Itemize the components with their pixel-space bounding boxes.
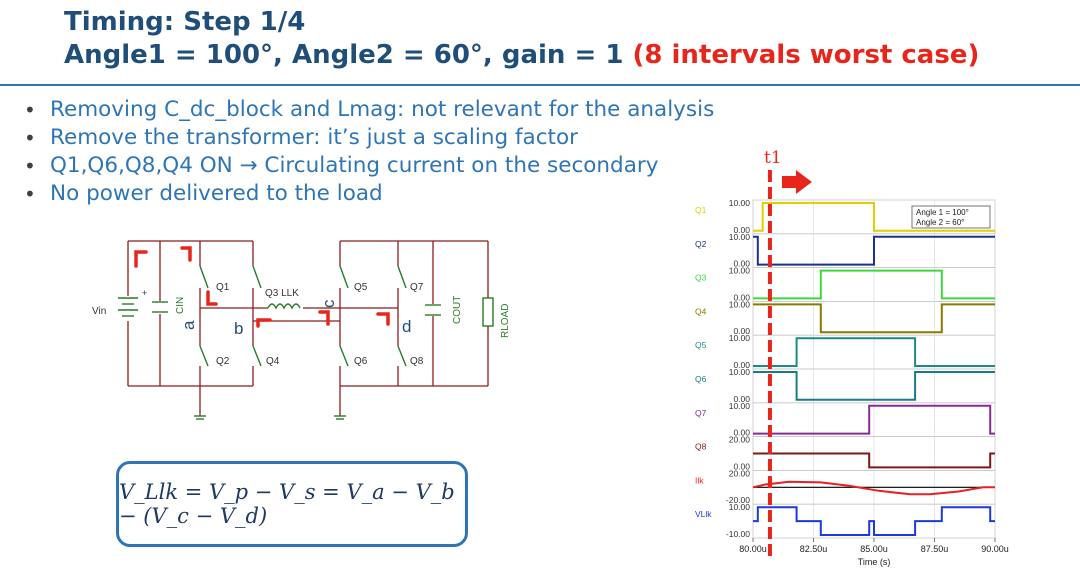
bullet-item: Removing C_dc_block and Lmag: not releva…: [22, 96, 714, 124]
bullet-list: Removing C_dc_block and Lmag: not releva…: [22, 96, 714, 208]
arrow-right-icon: [781, 170, 812, 194]
series-line: [753, 452, 995, 469]
q7-label: Q7: [410, 282, 424, 293]
vin-label: Vin: [92, 306, 106, 317]
bullet-item: Q1,Q6,Q8,Q4 ON → Circulating current on …: [22, 152, 714, 180]
y-tick-label: 10.00: [729, 401, 751, 411]
y-tick-label: 0.00: [733, 259, 750, 269]
title-line-2-main: Angle1 = 100°, Angle2 = 60°, gain = 1: [64, 40, 624, 70]
series-line: [753, 506, 995, 536]
y-tick-label: 10.00: [729, 333, 751, 343]
y-tick-label: -10.00: [726, 529, 750, 539]
y-tick-label: 20.00: [729, 468, 751, 478]
q6-label: Q6: [354, 356, 368, 367]
node-d-label: d: [402, 317, 411, 336]
q3-llk-label: Q3 LLK: [265, 288, 299, 299]
title-divider: [0, 84, 1080, 86]
series-name: Q6: [695, 374, 707, 384]
x-axis-label: Time (s): [858, 557, 891, 567]
circuit-schematic: Vin + Q1 Q2 Q3 LLK Q4 Q5 Q6 Q7 Q8 CIN CO…: [92, 240, 508, 420]
node-a-label: a: [179, 320, 198, 330]
plus-label: +: [142, 288, 147, 298]
bullet-item: Remove the transformer: it’s just a scal…: [22, 124, 714, 152]
series-line: [753, 371, 995, 401]
q5-label: Q5: [354, 282, 368, 293]
series-name: Q3: [695, 273, 707, 283]
y-tick-label: -20.00: [726, 495, 750, 505]
series-line: [753, 404, 995, 435]
y-tick-label: 20.00: [729, 435, 751, 445]
series-line: [753, 235, 995, 266]
series-line: [753, 337, 995, 367]
x-tick-label: 80.00u: [739, 544, 767, 554]
node-b-label: b: [234, 319, 243, 338]
x-tick-label: 90.00u: [981, 544, 1009, 554]
y-tick-label: 0.00: [733, 292, 750, 302]
series-name: Q1: [695, 205, 707, 215]
series-name: Ilk: [695, 475, 704, 485]
title-line-2-highlight: (8 intervals worst case): [632, 40, 980, 70]
y-tick-label: 10.00: [729, 232, 751, 242]
y-tick-label: 10.00: [729, 266, 751, 276]
rload-label: RLOAD: [500, 304, 508, 338]
y-tick-label: 10.00: [729, 198, 751, 208]
series-name: Q2: [695, 239, 707, 249]
y-tick-label: 0.00: [733, 360, 750, 370]
formula-text: V_Llk = V_p − V_s = V_a − V_b − (V_c − V…: [119, 480, 455, 528]
bullet-item: No power delivered to the load: [22, 180, 714, 208]
legend-entry: Angle 2 = 60°: [916, 218, 964, 227]
legend-entry: Angle 1 = 100°: [916, 208, 969, 217]
series-line: [753, 303, 995, 334]
q2-label: Q2: [216, 356, 230, 367]
cout-label: COUT: [452, 296, 463, 324]
y-tick-label: 0.00: [733, 394, 750, 404]
formula-box: V_Llk = V_p − V_s = V_a − V_b − (V_c − V…: [116, 461, 468, 547]
y-tick-label: 10.00: [729, 367, 751, 377]
series-name: Q4: [695, 306, 707, 316]
timing-chart: 10.000.00Q110.000.00Q210.000.00Q310.000.…: [695, 170, 1009, 567]
series-name: Q5: [695, 340, 707, 350]
y-tick-label: 0.00: [733, 326, 750, 336]
x-tick-label: 87.50u: [921, 544, 949, 554]
y-tick-label: 0.00: [733, 461, 750, 471]
node-c-label: c: [319, 299, 338, 308]
x-tick-label: 85.00u: [860, 544, 888, 554]
series-line: [753, 269, 995, 300]
q1-label: Q1: [216, 282, 230, 293]
legend-box: [911, 205, 991, 229]
series-line: [752, 480, 995, 496]
y-tick-label: 0.00: [733, 225, 750, 235]
title-line-1: Timing: Step 1/4: [64, 7, 306, 37]
series-name: Q7: [695, 408, 707, 418]
x-tick-label: 82.50u: [800, 544, 828, 554]
series-name: Q8: [695, 442, 707, 452]
series-line: [753, 202, 995, 232]
y-tick-label: 10.00: [729, 299, 751, 309]
cin-label: CIN: [175, 297, 186, 314]
t1-label: t1: [764, 148, 782, 168]
slide-title: Timing: Step 1/4 Angle1 = 100°, Angle2 =…: [64, 6, 979, 72]
q8-label: Q8: [410, 356, 424, 367]
y-tick-label: 10.00: [729, 502, 751, 512]
y-tick-label: 0.00: [733, 428, 750, 438]
title-line-2: Angle1 = 100°, Angle2 = 60°, gain = 1 (8…: [64, 39, 979, 72]
series-name: VLlk: [695, 509, 712, 519]
q4-label: Q4: [266, 356, 280, 367]
